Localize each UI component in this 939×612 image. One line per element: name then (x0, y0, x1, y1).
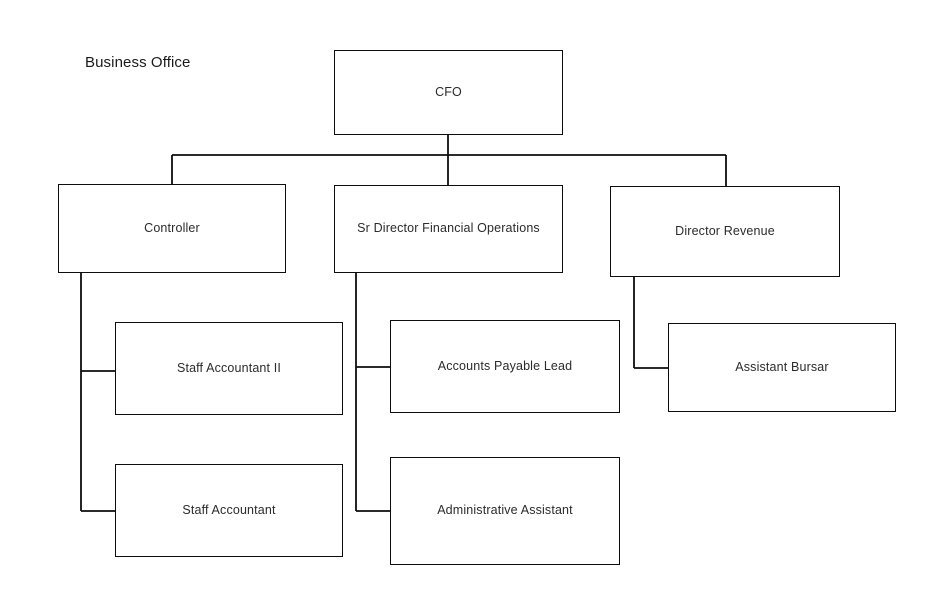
org-node-label: Sr Director Financial Operations (357, 221, 540, 236)
org-node-label: Accounts Payable Lead (437, 358, 573, 373)
org-node-label: Staff Accountant (182, 502, 276, 517)
org-node-label: Administrative Assistant (437, 503, 573, 518)
org-node-staff-accountant-ii[interactable]: Staff Accountant II (115, 322, 343, 415)
org-node-administrative-assistant[interactable]: Administrative Assistant (390, 457, 620, 565)
org-node-label: Director Revenue (675, 223, 775, 238)
org-node-cfo[interactable]: CFO (334, 50, 563, 135)
org-node-assistant-bursar[interactable]: Assistant Bursar (668, 323, 896, 412)
org-node-label: Assistant Bursar (735, 359, 829, 374)
org-node-label: CFO (435, 84, 462, 99)
org-node-label: Controller (144, 220, 200, 235)
chart-title: Business Office (85, 54, 191, 71)
org-node-accounts-payable-lead[interactable]: Accounts Payable Lead (390, 320, 620, 413)
org-node-controller[interactable]: Controller (58, 184, 286, 273)
org-node-sr-director-financial-operations[interactable]: Sr Director Financial Operations (334, 185, 563, 273)
org-node-label: Staff Accountant II (176, 360, 282, 375)
org-node-director-revenue[interactable]: Director Revenue (610, 186, 840, 277)
org-node-staff-accountant[interactable]: Staff Accountant (115, 464, 343, 557)
